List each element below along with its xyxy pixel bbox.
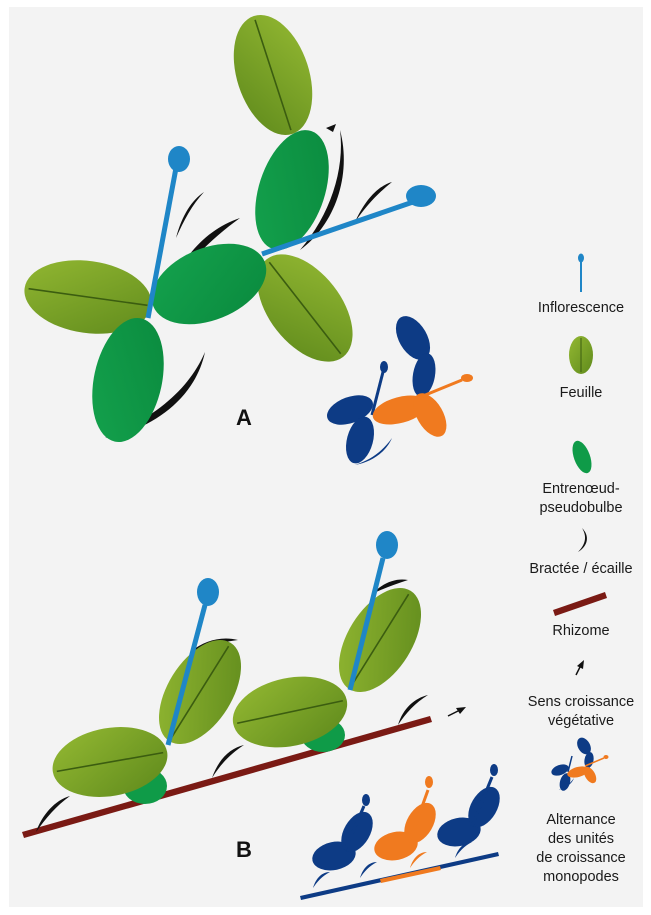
inflorescence-b-2-head: [376, 531, 398, 559]
legend-growth-label-line1: Sens croissance: [511, 693, 651, 712]
panel-b-rhizome-plant: [22, 531, 466, 838]
leaf-a-top: [220, 5, 327, 145]
legend-leaf-label: Feuille: [511, 384, 651, 403]
legend-bract-label: Bractée / écaille: [511, 560, 651, 579]
panel-a-sympodial-plant: [20, 5, 436, 449]
legend-rhizome-label: Rhizome: [511, 622, 651, 641]
legend-leaf-icon: [569, 336, 593, 374]
leaf-b-2b: [322, 574, 438, 706]
bract-a-3: [176, 192, 204, 238]
legend-alternance-icon: [550, 735, 609, 792]
inflorescence-b-1-head: [197, 578, 219, 606]
panel-b-label: B: [236, 837, 252, 863]
growth-arrow-a: [326, 124, 336, 132]
legend-internode-label-line1: Entrenœud-: [511, 480, 651, 499]
inflorescence-a-2-head: [406, 185, 436, 207]
internode-a-3: [241, 121, 342, 259]
inflorescence-a-1-head: [168, 146, 190, 172]
panel-a-label: A: [236, 405, 252, 431]
panel-b-alternance-mini: [300, 764, 506, 900]
legend-growth-label-line2: végétative: [511, 712, 651, 731]
legend-internode-icon: [569, 438, 596, 475]
legend-inflorescence-label: Inflorescence: [511, 299, 651, 318]
legend-alternance-label-line1: Alternance: [511, 811, 651, 830]
legend-internode-label-line2: pseudobulbe: [511, 499, 651, 518]
legend-alternance-label-line4: monopodes: [511, 868, 651, 887]
legend-alternance-label-line2: des unités: [511, 830, 651, 849]
legend-bract-icon: [578, 528, 587, 552]
legend-alternance-label-line3: de croissance: [511, 849, 651, 868]
legend-rhizome-icon: [553, 592, 607, 616]
